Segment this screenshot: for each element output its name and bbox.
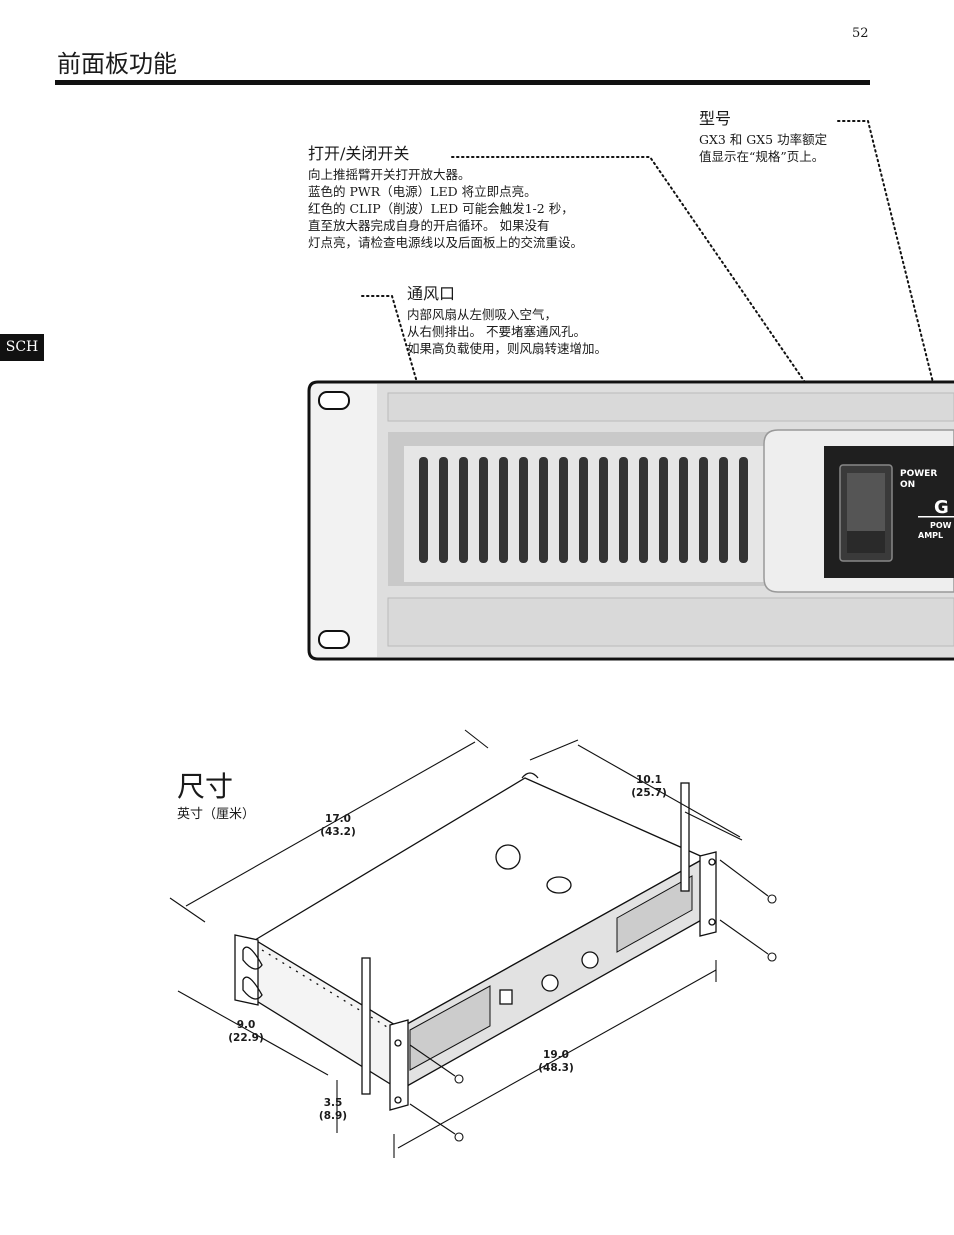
dim-height-label: 3.5 (8.9) [311, 1097, 355, 1123]
dim-rack-depth-label: 9.0 (22.9) [224, 1019, 268, 1045]
dim-width-inches: 19.0 [543, 1049, 569, 1061]
callout-line: 灯点亮，请检查电源线以及后面板上的交流重设。 [308, 235, 584, 250]
model-leader-line [837, 120, 953, 460]
dim-handle-cm: (25.7) [631, 787, 667, 799]
dim-width-cm: (48.3) [538, 1062, 574, 1074]
dimensions-units: 英寸（厘米） [177, 807, 256, 822]
callout-line: 如果高负载使用，则风扇转速增加。 [407, 341, 608, 356]
dim-rack-depth-inches: 9.0 [236, 1019, 256, 1031]
dimensions-heading: 尺寸 [177, 770, 234, 803]
title-rule [55, 80, 870, 85]
page-title: 前面板功能 [57, 50, 177, 78]
power-switch-heading: 打开/关闭开关 [308, 144, 410, 163]
dim-height-cm: (8.9) [318, 1110, 348, 1122]
rack-hole-bottom [318, 630, 350, 649]
language-tab: SCH [0, 334, 44, 361]
model-heading: 型号 [699, 109, 732, 128]
power-on-label-1: POWER [900, 469, 937, 479]
dim-depth-label: 17.0 (43.2) [316, 813, 360, 839]
dim-depth-cm: (43.2) [320, 826, 356, 838]
callout-line: 值显示在“规格”页上。 [699, 149, 825, 164]
power-switch-callout: 打开/关闭开关 向上推摇臂开关打开放大器。 蓝色的 PWR（电源）LED 将立即… [308, 144, 583, 251]
power-on-label-2: ON [900, 480, 915, 490]
callout-line: 内部风扇从左侧吸入空气， [407, 307, 558, 322]
callout-line: 直至放大器完成自身的开启循环。 如果没有 [308, 218, 550, 233]
dim-width-label: 19.0 (48.3) [534, 1049, 578, 1075]
dim-handle-inches: 10.1 [636, 774, 662, 786]
amplifier-front-panel: POWER ON G POW AMPL [307, 380, 954, 661]
dim-depth-inches: 17.0 [325, 813, 351, 825]
front-panel-illustration: POWER ON G POW AMPL [307, 120, 954, 661]
callout-line: GX3 和 GX5 功率额定 [699, 132, 828, 147]
model-letter: G [934, 497, 949, 518]
callout-line: 从右侧排出。 不要堵塞通风孔。 [407, 324, 586, 339]
dim-rack-depth-cm: (22.9) [228, 1032, 264, 1044]
power-amp-label-2: AMPL [918, 531, 943, 540]
page-number: 52 [852, 26, 869, 41]
rack-ear-left [389, 1019, 409, 1111]
callout-line: 蓝色的 PWR（电源）LED 将立即点亮。 [308, 184, 537, 199]
ventilation-callout: 通风口 内部风扇从左侧吸入空气， 从右侧排出。 不要堵塞通风孔。 如果高负载使用… [407, 284, 607, 357]
model-callout: 型号 GX3 和 GX5 功率额定 值显示在“规格”页上。 [699, 109, 827, 165]
dim-height-inches: 3.5 [323, 1097, 343, 1109]
callout-line: 向上推摇臂开关打开放大器。 [308, 167, 471, 182]
ventilation-slots [419, 457, 748, 563]
power-rocker-switch [839, 464, 893, 562]
amp-left-side [254, 938, 401, 1092]
ventilation-heading: 通风口 [407, 284, 456, 303]
rack-ear-right [699, 851, 717, 937]
dim-handle-label: 10.1 (25.7) [627, 774, 671, 800]
callout-line: 红色的 CLIP（削波）LED 可能会触发1-2 秒， [308, 201, 574, 216]
power-amp-label-1: POW [930, 521, 952, 530]
power-leader-line [451, 156, 867, 472]
rack-hole-top [318, 391, 350, 410]
